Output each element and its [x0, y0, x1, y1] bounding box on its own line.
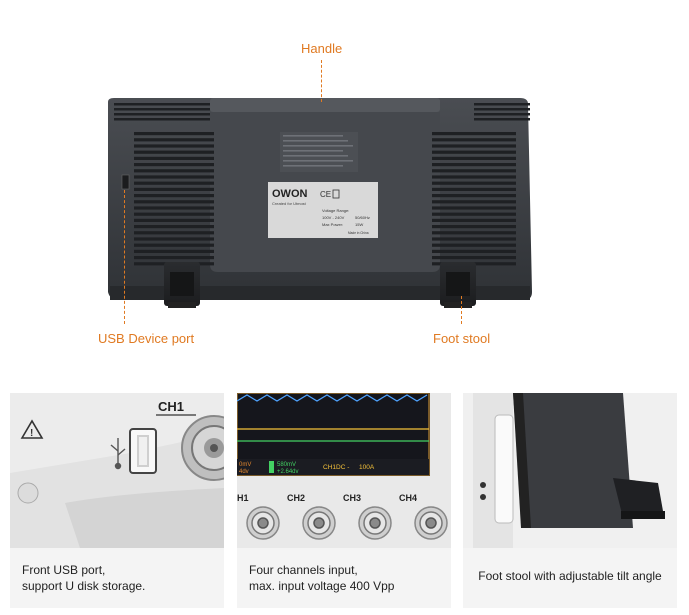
svg-text:!: !: [30, 428, 33, 439]
handle: [210, 98, 440, 112]
svg-text:Voltage Range:: Voltage Range:: [322, 208, 349, 213]
usb-icon: [110, 438, 126, 470]
panel-usb-port: ! CH1 Front USB port, support U disk sto…: [10, 393, 224, 608]
svg-text:0mV: 0mV: [239, 462, 251, 468]
brand-tagline: Created for Utmost: [272, 201, 307, 206]
caption-four-channels: Four channels input, max. input voltage …: [237, 548, 451, 608]
channel-label-3: CH3: [343, 493, 361, 503]
caption-usb-port: Front USB port, support U disk storage.: [10, 548, 224, 608]
leader-usb: [124, 190, 125, 324]
brand-logo: OWON: [272, 188, 307, 200]
channel-label-1: H1: [237, 493, 249, 503]
callout-handle: Handle: [301, 41, 343, 56]
svg-text:100A: 100A: [359, 464, 375, 471]
leader-handle: [321, 60, 322, 102]
waveform-blue: [237, 394, 428, 402]
svg-text:CE: CE: [320, 190, 331, 199]
ch1-label: CH1: [158, 399, 184, 414]
foot-stool-left: [164, 262, 200, 308]
svg-text:Max Power:: Max Power:: [322, 222, 343, 227]
foot-stool-side: [613, 478, 663, 518]
foot-stool-photo: [463, 393, 677, 548]
svg-text:4dv: 4dv: [239, 469, 249, 475]
leader-foot-stool: [461, 296, 462, 324]
svg-text:15W: 15W: [355, 222, 363, 227]
channel-label-2: CH2: [287, 493, 305, 503]
svg-text:+2.64dv: +2.64dv: [277, 469, 299, 475]
oscilloscope-back-view: OWON Created for Utmost CE Voltage Range…: [108, 98, 532, 308]
svg-text:Made in China: Made in China: [348, 231, 369, 235]
bnc-connector: [181, 415, 224, 481]
svg-text:CH1DC -: CH1DC -: [323, 464, 349, 471]
callout-foot-stool: Foot stool: [433, 331, 491, 346]
panel-four-channels: 0mV 4dv 580mV +2.64dv CH1DC - 100A H1 CH…: [237, 393, 451, 608]
svg-text:580mV: 580mV: [277, 462, 296, 468]
usb-port-photo: ! CH1: [10, 393, 224, 548]
callout-usb-device-port: USB Device port: [98, 331, 195, 346]
channel-label-4: CH4: [399, 493, 417, 503]
svg-text:50/60Hz: 50/60Hz: [355, 215, 370, 220]
rating-label: [268, 182, 378, 238]
foot-stool-right: [440, 262, 476, 308]
left-vents: [134, 132, 214, 266]
panel-foot-stool: Foot stool with adjustable tilt angle: [463, 393, 677, 608]
right-vents: [432, 132, 516, 266]
svg-text:100V - 240V: 100V - 240V: [322, 215, 345, 220]
warning-icon: [20, 419, 44, 439]
device-side: [513, 393, 633, 528]
caption-foot-stool: Foot stool with adjustable tilt angle: [463, 548, 677, 608]
channels-photo: 0mV 4dv 580mV +2.64dv CH1DC - 100A H1 CH…: [237, 393, 451, 548]
usb-device-port: [121, 174, 130, 190]
